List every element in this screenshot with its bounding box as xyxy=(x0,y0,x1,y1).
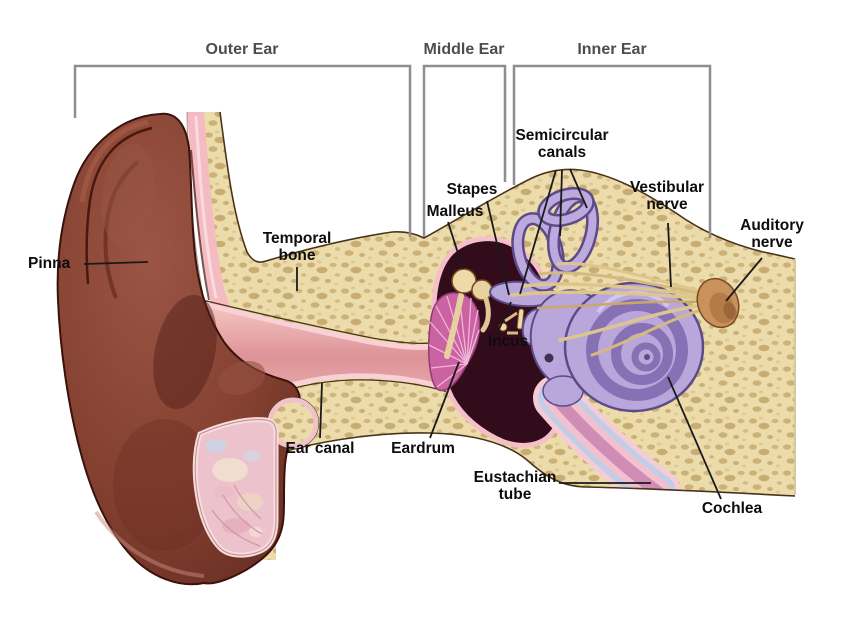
incus-process xyxy=(480,296,491,333)
incus-shape xyxy=(471,279,493,301)
label-incus: Incus xyxy=(487,333,529,350)
label-semicircular-canals: Semicircular canals xyxy=(515,127,609,161)
eardrum-leader xyxy=(429,361,460,439)
semicircular-leader-1 xyxy=(519,169,557,295)
middle-ear-bracket xyxy=(422,64,507,237)
incus-leader xyxy=(496,301,512,335)
label-ear-canal: Ear canal xyxy=(285,440,355,457)
label-temporal-bone: Temporal bone xyxy=(262,230,332,264)
round-window xyxy=(544,353,554,363)
region-brackets xyxy=(73,64,712,238)
bracket-label-inner-ear: Inner Ear xyxy=(577,41,647,58)
semicircular-leader-3 xyxy=(569,168,588,209)
malleus-shape xyxy=(444,293,464,359)
label-eardrum: Eardrum xyxy=(391,440,455,457)
outer-ear-bracket xyxy=(73,64,412,237)
malleus-leader xyxy=(447,221,464,270)
label-stapes: Stapes xyxy=(446,181,498,198)
ossicles xyxy=(444,268,525,359)
label-auditory-nerve: Auditory nerve xyxy=(740,217,804,251)
earlobe-tissue xyxy=(192,417,279,558)
pinna-leader xyxy=(83,261,149,265)
label-vestibular-nerve: Vestibular nerve xyxy=(629,179,705,213)
ear-canal-leader xyxy=(319,382,323,439)
label-eustachian-tube: Eustachian tube xyxy=(473,469,557,503)
cochlea-leader xyxy=(667,376,722,500)
vestibular-nerve-fibers xyxy=(510,262,711,357)
vestibular-nerve-leader xyxy=(667,222,672,288)
auditory-nerve-leader xyxy=(725,257,763,302)
bracket-label-middle-ear: Middle Ear xyxy=(423,41,505,58)
label-malleus: Malleus xyxy=(426,203,484,220)
label-cochlea: Cochlea xyxy=(701,500,763,517)
stapes-leader xyxy=(486,200,510,296)
label-pinna: Pinna xyxy=(28,255,71,272)
semicircular-leader-2 xyxy=(559,169,563,237)
inner-ear-bracket xyxy=(512,64,712,238)
malleus-head xyxy=(451,268,477,294)
stapes-shape xyxy=(498,308,525,335)
auditory-nerve-shape xyxy=(696,277,740,329)
leader-lines xyxy=(83,168,763,500)
bracket-label-outer-ear: Outer Ear xyxy=(205,41,279,58)
